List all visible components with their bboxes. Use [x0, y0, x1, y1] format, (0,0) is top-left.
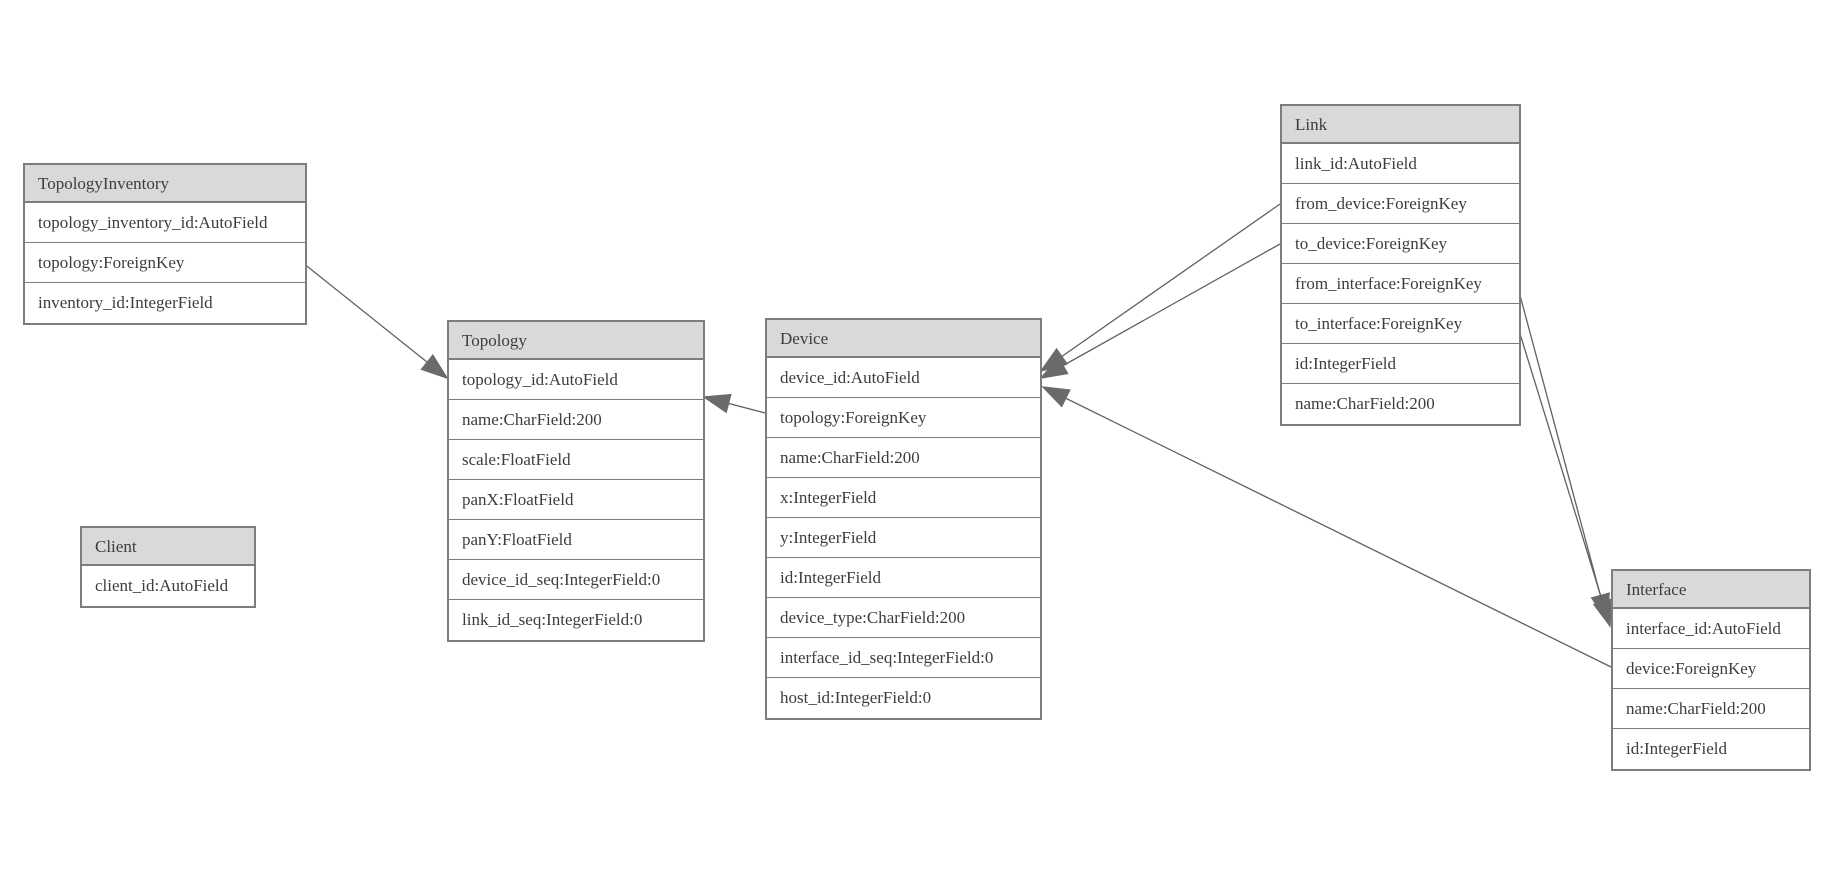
edge-link-frominterface-to-interface: [1516, 283, 1610, 622]
table-row: device:ForeignKey: [1613, 649, 1809, 689]
entity-table-topology-inventory: TopologyInventory topology_inventory_id:…: [23, 163, 307, 325]
edge-device-to-topology: [702, 393, 766, 414]
table-row: host_id:IntegerField:0: [767, 678, 1040, 718]
table-row: device_id:AutoField: [767, 358, 1040, 398]
table-row: client_id:AutoField: [82, 566, 254, 606]
table-row: device_id_seq:IntegerField:0: [449, 560, 703, 600]
table-row: link_id:AutoField: [1282, 144, 1519, 184]
table-header: Client: [82, 528, 254, 566]
table-row: topology:ForeignKey: [767, 398, 1040, 438]
table-row: panX:FloatField: [449, 480, 703, 520]
table-row: interface_id:AutoField: [1613, 609, 1809, 649]
table-row: device_type:CharField:200: [767, 598, 1040, 638]
table-row: to_interface:ForeignKey: [1282, 304, 1519, 344]
table-header: Link: [1282, 106, 1519, 144]
table-row: y:IntegerField: [767, 518, 1040, 558]
entity-table-topology: Topology topology_id:AutoField name:Char…: [447, 320, 705, 642]
table-row: link_id_seq:IntegerField:0: [449, 600, 703, 640]
table-row: name:CharField:200: [449, 400, 703, 440]
edge-interface-device-to-device: [1041, 386, 1612, 668]
table-row: inventory_id:IntegerField: [25, 283, 305, 323]
table-row: scale:FloatField: [449, 440, 703, 480]
table-row: id:IntegerField: [767, 558, 1040, 598]
entity-table-link: Link link_id:AutoField from_device:Forei…: [1280, 104, 1521, 426]
table-header: Device: [767, 320, 1040, 358]
table-row: from_device:ForeignKey: [1282, 184, 1519, 224]
table-row: id:IntegerField: [1613, 729, 1809, 769]
table-row: to_device:ForeignKey: [1282, 224, 1519, 264]
table-row: name:CharField:200: [767, 438, 1040, 478]
entity-table-interface: Interface interface_id:AutoField device:…: [1611, 569, 1811, 771]
table-row: panY:FloatField: [449, 520, 703, 560]
edge-link-todevice-to-device: [1039, 243, 1281, 379]
table-row: topology_inventory_id:AutoField: [25, 203, 305, 243]
table-row: name:CharField:200: [1613, 689, 1809, 729]
table-row: id:IntegerField: [1282, 344, 1519, 384]
table-row: from_interface:ForeignKey: [1282, 264, 1519, 304]
edge-link-fromdevice-to-device: [1039, 203, 1281, 373]
table-header: Interface: [1613, 571, 1809, 609]
table-row: topology_id:AutoField: [449, 360, 703, 400]
edge-link-tointerface-to-interface: [1516, 323, 1612, 628]
table-row: interface_id_seq:IntegerField:0: [767, 638, 1040, 678]
table-header: TopologyInventory: [25, 165, 305, 203]
entity-table-device: Device device_id:AutoField topology:Fore…: [765, 318, 1042, 720]
table-header: Topology: [449, 322, 703, 360]
entity-table-client: Client client_id:AutoField: [80, 526, 256, 608]
table-row: topology:ForeignKey: [25, 243, 305, 283]
table-row: name:CharField:200: [1282, 384, 1519, 424]
edge-topologyinventory-to-topology: [302, 262, 449, 380]
table-row: x:IntegerField: [767, 478, 1040, 518]
